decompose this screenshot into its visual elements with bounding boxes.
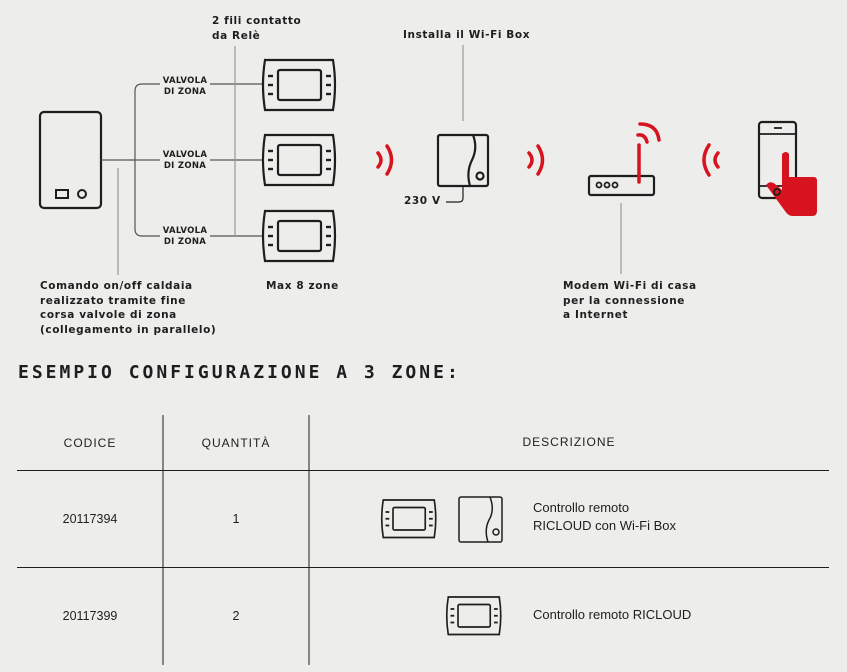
qty-cell: 2 [232, 609, 240, 623]
section-title: ESEMPIO CONFIGURAZIONE A 3 ZONE: [18, 362, 461, 383]
smartphone-hand-icon [757, 120, 817, 216]
thermostat-small-icon [380, 499, 437, 539]
description-cell: Controllo remoto RICLOUD [533, 607, 692, 622]
wireless-signal-icon [527, 144, 545, 176]
wifi-box-small-icon [458, 496, 503, 543]
voltage-label: 230 V [404, 195, 441, 207]
qty-cell: 1 [232, 512, 240, 526]
thermostat-small-icon [445, 596, 502, 636]
header-descrizione: DESCRIZIONE [522, 435, 616, 449]
wifi-box-label: Installa il Wi-Fi Box [403, 29, 531, 41]
boiler-icon [38, 110, 103, 210]
wifi-box-icon [436, 133, 490, 203]
header-quantita: QUANTITÀ [201, 436, 271, 450]
header-codice: CODICE [63, 436, 117, 450]
wireless-signal-icon [376, 144, 394, 176]
max-zones-label: Max 8 zone [266, 280, 339, 292]
thermostat-icon [261, 209, 337, 263]
wireless-signal-icon [702, 143, 720, 177]
thermostat-icon [261, 58, 337, 112]
table-grid [17, 415, 829, 665]
code-cell: 20117394 [62, 512, 118, 526]
router-icon [587, 122, 661, 197]
thermostat-icon [261, 133, 337, 187]
code-cell: 20117399 [62, 609, 118, 623]
wiring-lines [101, 45, 622, 275]
